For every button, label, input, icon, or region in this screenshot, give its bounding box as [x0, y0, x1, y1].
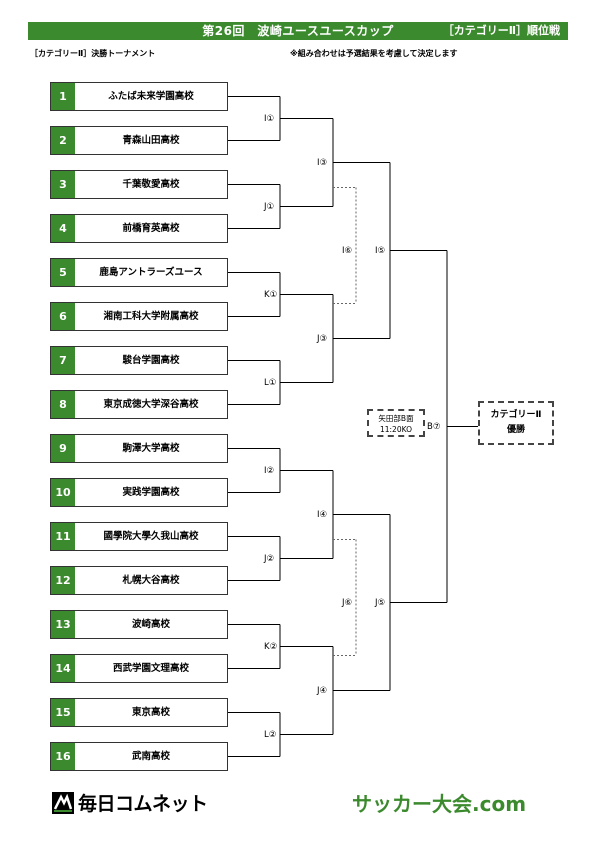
team-name: 実践学園高校 — [122, 487, 180, 498]
tournament-note: ※組み合わせは予選結果を考慮して決定します — [290, 49, 458, 58]
seed-number: 4 — [51, 215, 75, 242]
game-label: J⑥ — [341, 597, 354, 608]
comnet-logo-icon — [52, 792, 74, 814]
seed-number: 2 — [51, 127, 75, 154]
seed-number: 1 — [51, 83, 75, 110]
team-name: 西武学園文理高校 — [112, 663, 189, 674]
team-slot: 5 鹿島アントラーズユース — [50, 258, 228, 287]
team-slot: 16 武南高校 — [50, 742, 228, 771]
game-label: I④ — [316, 509, 329, 520]
team-slot: 12 札幌大谷高校 — [50, 566, 228, 595]
game-label: I① — [263, 113, 276, 124]
team-name: 青森山田高校 — [122, 135, 180, 146]
team-name: 武南高校 — [131, 751, 170, 762]
team-slot: 10 実践学園高校 — [50, 478, 228, 507]
seed-number: 13 — [51, 611, 75, 638]
seed-number: 10 — [51, 479, 75, 506]
team-name: 湘南工科大学附属高校 — [103, 311, 199, 322]
game-label: J① — [263, 201, 276, 212]
team-name: 波崎高校 — [131, 619, 170, 630]
venue-name: 矢田部B面 — [378, 414, 414, 423]
game-label: I③ — [316, 157, 329, 168]
seed-number: 6 — [51, 303, 75, 330]
seed-number: 7 — [51, 347, 75, 374]
soccer-taikai-logo: サッカー大会.com — [352, 792, 527, 816]
team-slot: 11 國學院大學久我山高校 — [50, 522, 228, 551]
tournament-subtitle: ［カテゴリーⅡ］決勝トーナメント — [30, 49, 156, 58]
team-slot: 15 東京高校 — [50, 698, 228, 727]
game-label: J⑤ — [374, 597, 387, 608]
category-label: ［カテゴリーⅡ］順位戦 — [442, 24, 560, 37]
bracket-solid-lines — [228, 96, 478, 757]
team-name: 札幌大谷高校 — [122, 575, 180, 586]
game-label: I⑤ — [374, 245, 387, 256]
seed-number: 11 — [51, 523, 75, 550]
team-slot: 7 駿台学園高校 — [50, 346, 228, 375]
page-title: 第26回 波崎ユースユースカップ — [202, 24, 394, 38]
comnet-logo-text: 毎日コムネット — [78, 793, 208, 815]
team-slot: 3 千葉敬愛高校 — [50, 170, 228, 199]
seed-number: 14 — [51, 655, 75, 682]
kickoff-time: 11:20KO — [379, 425, 413, 434]
bracket-third-place-lines — [333, 187, 357, 656]
team-name: 駿台学園高校 — [122, 355, 180, 366]
team-name: 千葉敬愛高校 — [122, 179, 180, 190]
seed-number: 5 — [51, 259, 75, 286]
team-name: ふたば未来学園高校 — [108, 91, 194, 102]
game-label: J④ — [316, 685, 329, 696]
seed-number: 8 — [51, 391, 75, 418]
game-label: I⑥ — [341, 245, 354, 256]
champion-box: カテゴリーⅡ 優勝 — [478, 401, 554, 445]
seed-number: 3 — [51, 171, 75, 198]
team-slot: 2 青森山田高校 — [50, 126, 228, 155]
team-name: 東京高校 — [131, 707, 170, 718]
team-slot: 8 東京成徳大学深谷高校 — [50, 390, 228, 419]
team-name: 國學院大學久我山高校 — [103, 531, 199, 542]
final-venue-box: 矢田部B面 11:20KO — [367, 409, 425, 437]
seed-number: 9 — [51, 435, 75, 462]
game-label: B⑦ — [427, 421, 441, 432]
game-label: I② — [263, 465, 276, 476]
team-name: 前橋育英高校 — [122, 223, 180, 234]
game-label: J② — [263, 553, 276, 564]
team-slot: 13 波崎高校 — [50, 610, 228, 639]
seed-number: 12 — [51, 567, 75, 594]
game-label: L② — [263, 729, 278, 740]
title-banner: 第26回 波崎ユースユースカップ ［カテゴリーⅡ］順位戦 — [28, 22, 568, 40]
seed-number: 15 — [51, 699, 75, 726]
team-name: 東京成徳大学深谷高校 — [103, 399, 199, 410]
team-slot: 9 駒澤大学高校 — [50, 434, 228, 463]
champion-category: カテゴリーⅡ — [490, 410, 542, 420]
game-label: K① — [263, 289, 279, 300]
team-slot: 1 ふたば未来学園高校 — [50, 82, 228, 111]
game-label: L① — [263, 377, 278, 388]
seed-number: 16 — [51, 743, 75, 770]
team-slot: 6 湘南工科大学附属高校 — [50, 302, 228, 331]
team-name: 鹿島アントラーズユース — [99, 267, 203, 278]
game-label: K② — [263, 641, 279, 652]
game-label: J③ — [316, 333, 329, 344]
team-slot: 4 前橋育英高校 — [50, 214, 228, 243]
team-slot: 14 西武学園文理高校 — [50, 654, 228, 683]
champion-label: 優勝 — [506, 425, 525, 435]
team-name: 駒澤大学高校 — [122, 443, 180, 454]
